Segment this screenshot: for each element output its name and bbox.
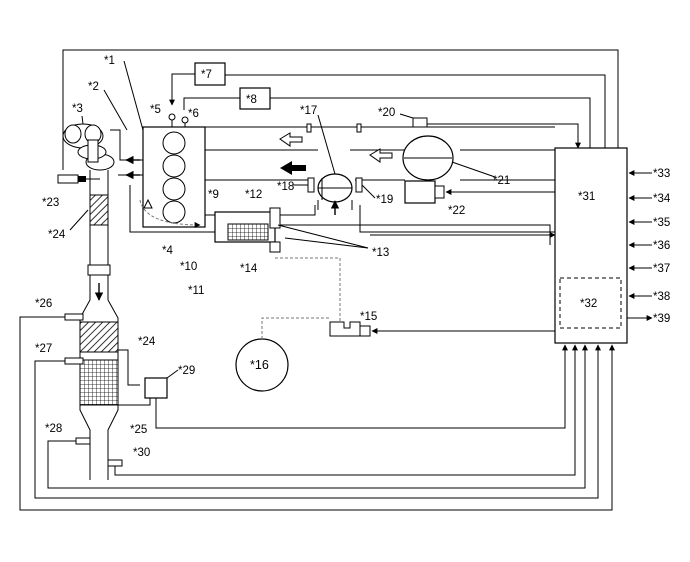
component-8-box [183,87,271,110]
injector-6 [181,116,189,127]
pressure-sensor-29 [118,344,568,429]
label-28: *28 [45,423,62,435]
label-9: *9 [208,189,219,201]
label-8: *8 [246,94,257,106]
label-33: *33 [653,168,670,180]
label-29: *29 [178,365,195,377]
engine-block-1 [123,60,206,228]
label-18: *18 [277,181,294,193]
sensor-26 [19,313,615,511]
top-wiring [62,49,619,170]
label-34: *34 [653,193,671,205]
label-36: *36 [653,240,670,252]
ecu-input-arrows [627,170,653,321]
label-27: *27 [35,343,52,355]
label-24-lower: *24 [138,336,156,348]
label-15: *15 [360,311,377,323]
sensor-18 [293,177,315,193]
egr-cooler-9 [129,185,276,243]
label-31: *31 [578,191,595,203]
air-intake-element-21 [402,135,496,181]
ecu-box [554,147,628,344]
sensor-20 [399,113,428,128]
label-32: *32 [580,298,597,310]
label-5: *5 [150,104,161,116]
sensor-19 [355,177,376,199]
label-13: *13 [372,247,389,259]
label-39: *39 [653,313,670,325]
label-14: *14 [240,263,258,275]
label-16: *16 [250,358,269,372]
egr-lines-13 [277,205,556,249]
label-25: *25 [130,424,147,436]
callout-labels: *1 *2 *3 *4 *5 *6 *7 *8 *9 *10 *11 *12 *… [35,55,671,459]
injector-5 [168,113,176,127]
intake-pipe [205,123,555,181]
sensor-27 [34,344,601,499]
egr-sensor-14 [269,241,341,325]
label-38: *38 [653,291,670,303]
label-10: *10 [180,261,197,273]
component-7-box [169,62,226,106]
label-24-upper: *24 [48,229,66,241]
sensor-28 [47,344,588,489]
label-37: *37 [653,263,670,275]
label-26: *26 [35,298,52,310]
label-2: *2 [88,81,99,93]
label-22: *22 [448,205,465,217]
component-16 [235,317,330,392]
label-23: *23 [42,197,59,209]
label-12: *12 [245,189,262,201]
label-20: *20 [378,107,395,119]
actuator-22 [404,180,555,204]
label-11: *11 [188,285,204,297]
label-1: *1 [104,55,115,67]
egr-valve-12 [269,205,551,245]
label-17: *17 [300,105,317,117]
sensor-30 [107,344,578,476]
turbocharger-3 [62,115,115,171]
label-6: *6 [188,108,199,120]
label-21: *21 [493,175,510,187]
sensor-23 [57,174,100,184]
exhaust-pipe [69,170,111,301]
solenoid-15 [329,321,555,337]
label-19: *19 [376,194,393,206]
label-4: *4 [162,245,173,257]
valve-17 [317,114,353,215]
label-3: *3 [72,103,83,115]
label-7: *7 [201,69,212,81]
catalyst-dpf-housing [79,299,119,480]
label-35: *35 [653,217,670,229]
label-30: *30 [133,447,150,459]
exhaust-manifold-2 [103,89,143,180]
